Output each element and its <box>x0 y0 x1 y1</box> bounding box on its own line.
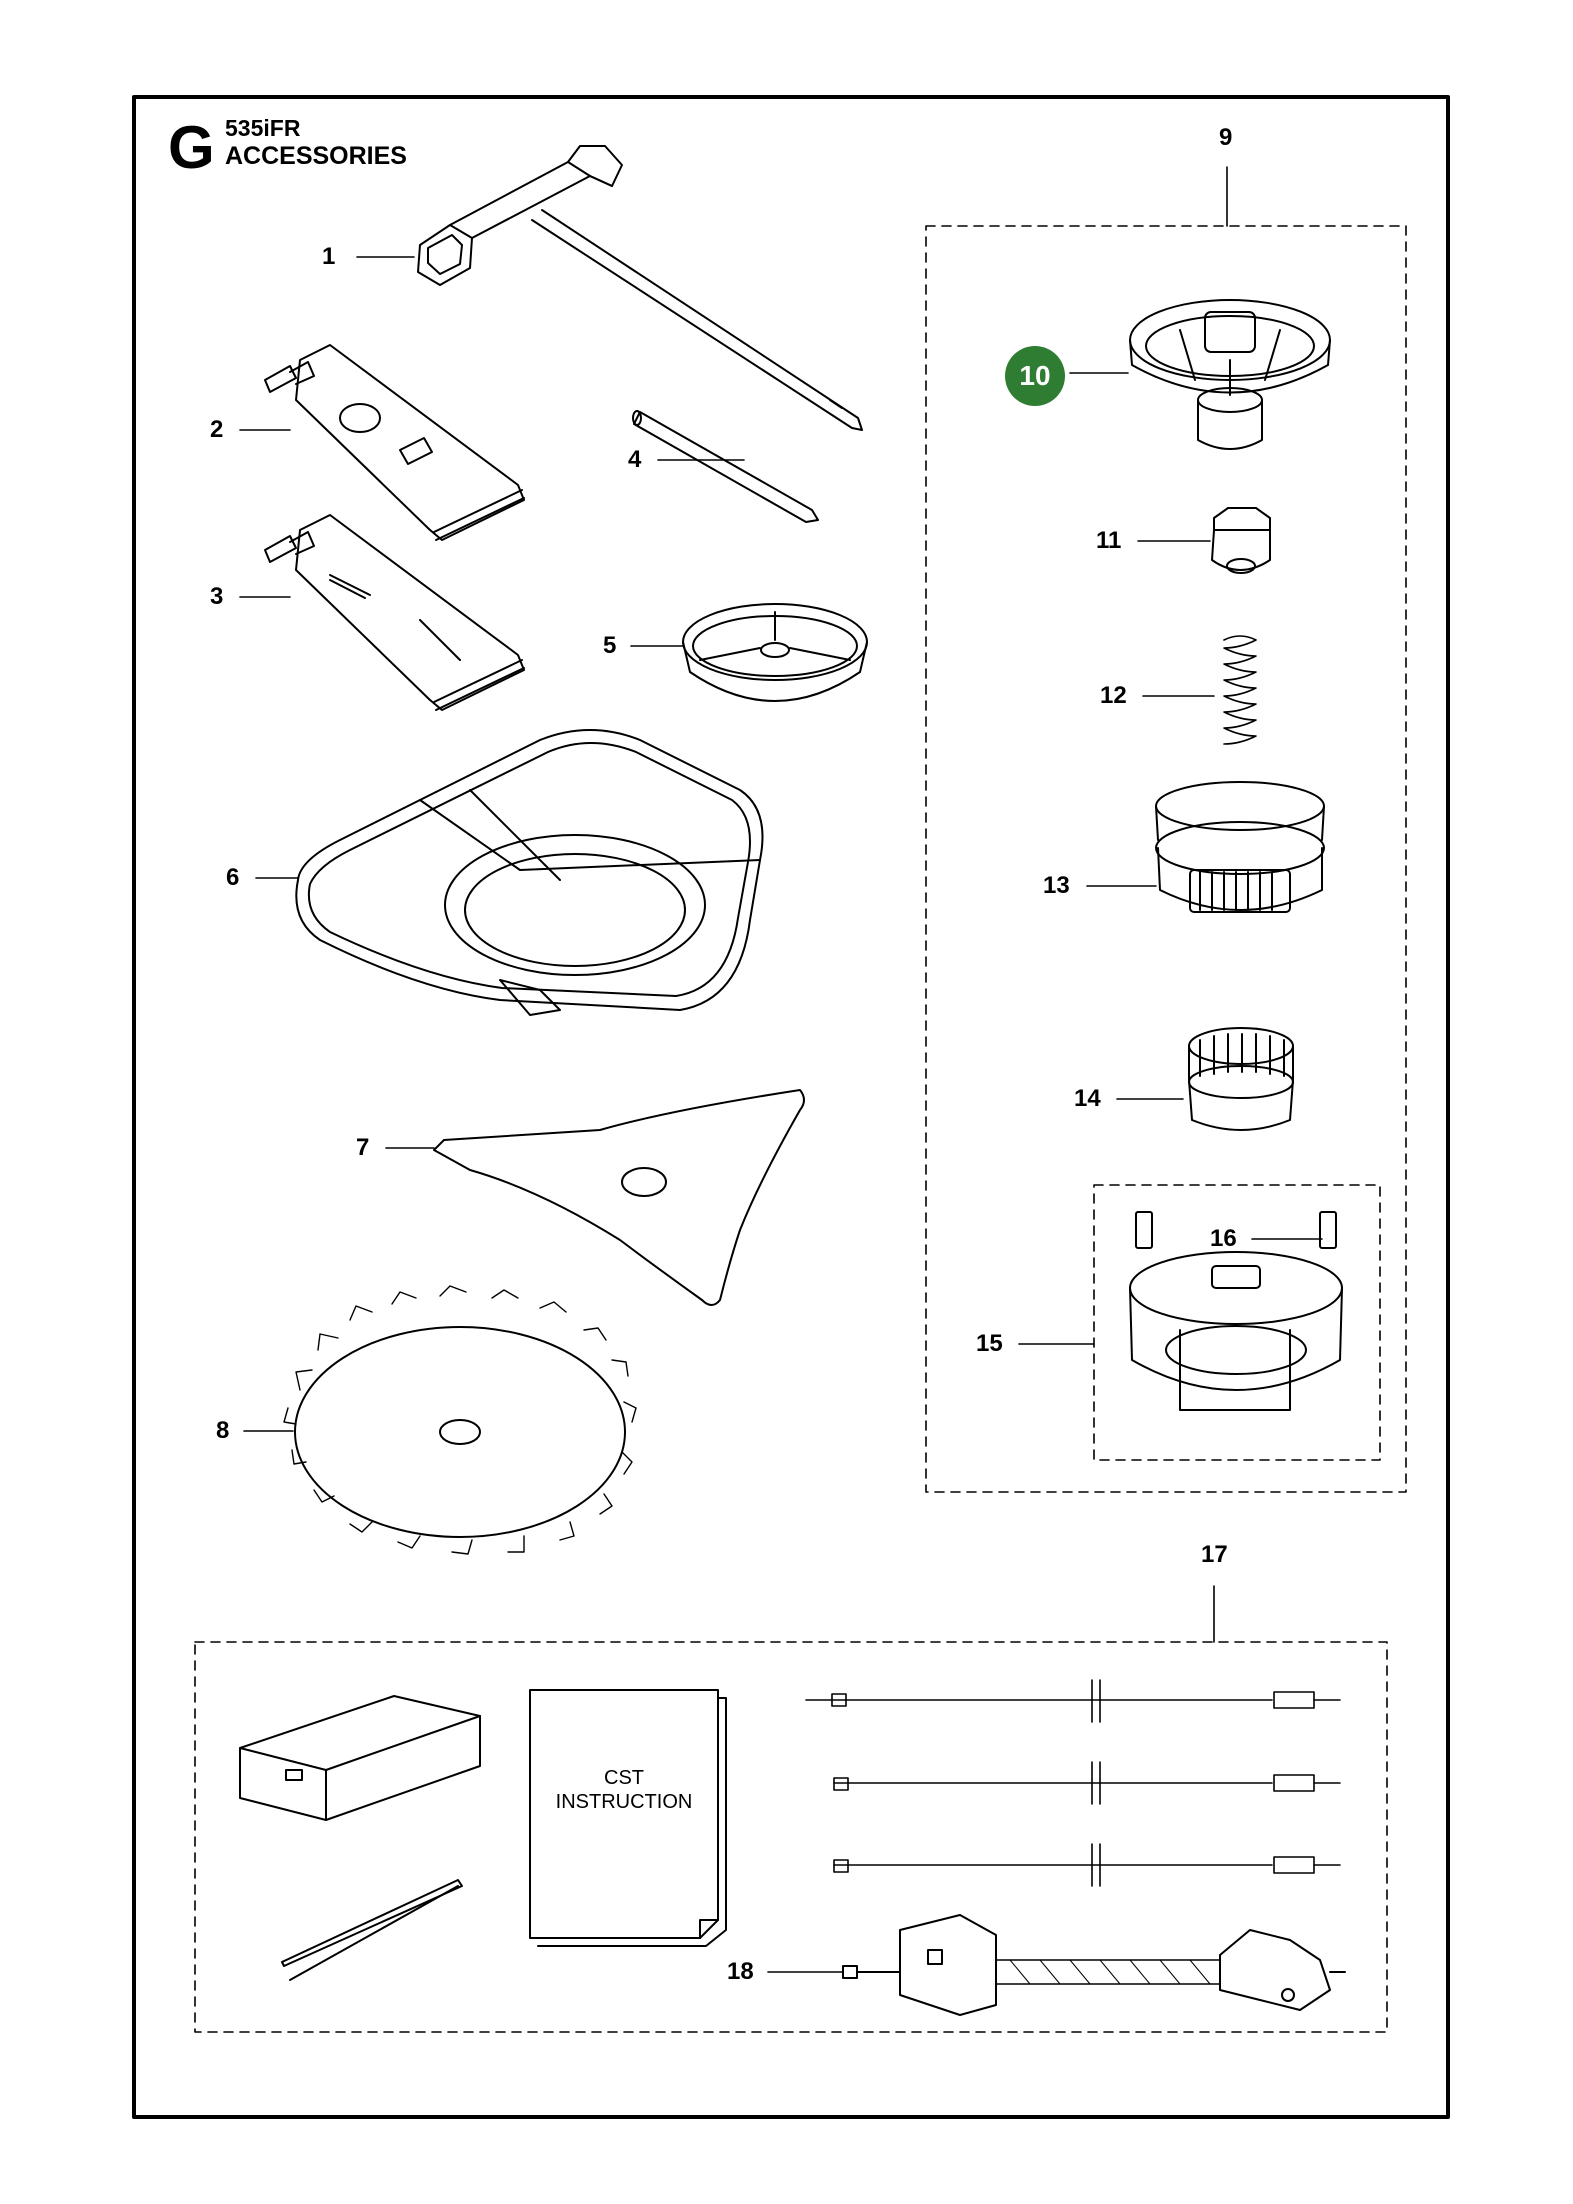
callout-5: 5 <box>603 632 617 659</box>
callout-11: 11 <box>1096 527 1122 554</box>
booklet-line-2: INSTRUCTION <box>555 1791 693 1813</box>
pin-icon <box>632 410 819 523</box>
booklet-icon <box>529 1689 727 1947</box>
cable-icon <box>805 1679 1341 1887</box>
trimmer-base-icon <box>1129 299 1331 450</box>
model-name: 535iFR <box>225 115 301 141</box>
grease-tube-icon <box>264 514 525 711</box>
connector-cable-icon <box>842 1914 1346 2016</box>
callout-4: 4 <box>628 446 642 473</box>
callout-8: 8 <box>216 1417 230 1444</box>
callout-2: 2 <box>210 416 224 443</box>
callout-17: 17 <box>1201 1541 1228 1568</box>
saw-blade-icon <box>283 1285 637 1555</box>
kit-15-dashed-box <box>1093 1184 1381 1461</box>
blade-guard-icon <box>295 729 764 1016</box>
section-title: ACCESSORIES <box>225 142 407 170</box>
callout-18: 18 <box>727 1958 754 1985</box>
section-letter: G <box>168 114 215 181</box>
combination-spanner-icon <box>417 145 863 431</box>
callout-3: 3 <box>210 583 224 610</box>
nut-icon <box>1211 507 1271 574</box>
booklet-line-1: CST <box>604 1767 644 1789</box>
callout-16: 16 <box>1210 1225 1237 1252</box>
page-frame <box>132 95 1450 2119</box>
support-cup-icon <box>682 603 868 702</box>
kit-9-dashed-box <box>925 225 1407 1493</box>
spool-icon <box>1155 781 1325 913</box>
tweezers-icon <box>281 1879 463 1981</box>
leader-lines <box>239 166 1323 1973</box>
callout-10-highlighted: 10 <box>1005 346 1065 406</box>
eyelet-icon <box>1135 1211 1337 1249</box>
callout-6: 6 <box>226 864 240 891</box>
booklet-label: CST INSTRUCTION <box>534 1766 714 1814</box>
callout-9: 9 <box>1219 124 1233 151</box>
callout-12: 12 <box>1100 682 1127 709</box>
callout-14: 14 <box>1074 1085 1101 1112</box>
cover-icon <box>1129 1251 1343 1411</box>
grease-tube-icon <box>264 344 525 541</box>
spring-icon <box>1223 635 1257 745</box>
callout-7: 7 <box>356 1134 370 1161</box>
case-icon <box>239 1695 481 1821</box>
knob-icon <box>1188 1027 1294 1131</box>
callout-13: 13 <box>1043 872 1070 899</box>
callout-1: 1 <box>322 243 336 270</box>
callout-15: 15 <box>976 1330 1003 1357</box>
kit-17-dashed-box <box>194 1641 1388 2033</box>
grass-blade-icon <box>433 1089 805 1306</box>
